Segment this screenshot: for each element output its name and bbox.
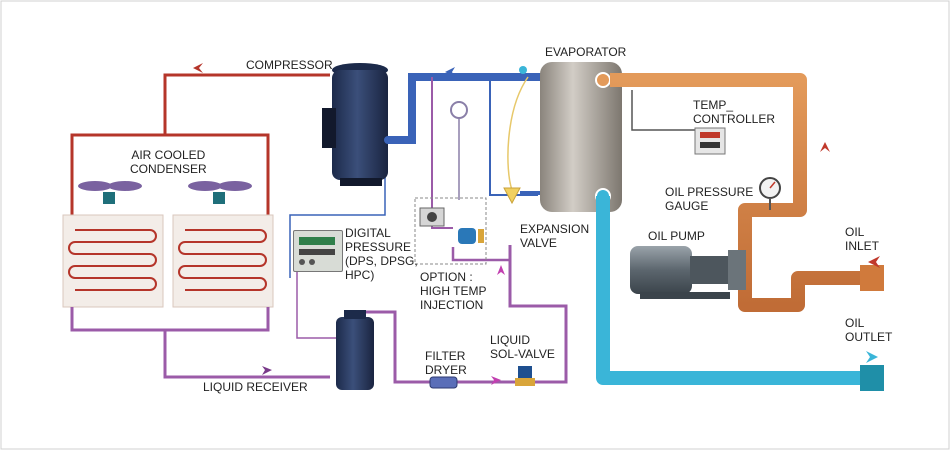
injection-valve <box>419 207 484 244</box>
evaporator-label: EVAPORATOR <box>545 45 627 59</box>
button-dot-icon <box>309 259 315 265</box>
oil-pressure-gauge-device <box>759 177 781 210</box>
expansion-capillary <box>507 76 529 191</box>
evaporator <box>540 62 622 212</box>
oil-pressure-gauge-label: OIL PRESSURE GAUGE <box>665 185 754 213</box>
compressor <box>322 63 388 186</box>
liquid-line-branch <box>165 307 270 332</box>
option-box <box>414 197 487 265</box>
air-cooled-condenser <box>62 181 274 308</box>
flow-arrow-right-icon <box>491 376 501 385</box>
liquid-receiver <box>336 310 374 390</box>
option-high-temp-label: OPTION : HIGH TEMP INJECTION <box>420 270 487 312</box>
button-dot-icon <box>299 259 305 265</box>
injection-line <box>451 247 510 262</box>
air-cooled-condenser-label: AIR COOLED CONDENSER <box>130 148 207 176</box>
liquid-line-to-filter <box>348 310 430 384</box>
flow-arrow-left-icon <box>868 256 880 268</box>
flow-arrow-left-icon <box>193 63 203 73</box>
oil-cold-line <box>596 196 880 385</box>
liquid-sol-valve-label: LIQUID SOL-VALVE <box>490 333 555 361</box>
oil-inlet-port <box>860 265 884 291</box>
flow-arrow-left-icon <box>445 67 455 77</box>
oil-outlet-label: OIL OUTLET <box>845 316 893 344</box>
temp-controller-label: TEMP_ CONTROLLER <box>693 98 776 126</box>
flow-arrow-up-icon <box>820 142 830 152</box>
oil-pump-label: OIL PUMP <box>648 229 705 243</box>
fan-icon <box>188 181 252 204</box>
display-screen-icon <box>299 237 335 245</box>
hot-gas-bypass-line <box>431 77 453 229</box>
oil-pump-device <box>630 246 746 299</box>
compressor-label: COMPRESSOR <box>246 58 333 72</box>
filter-dryer <box>429 376 458 389</box>
oil-outlet-port <box>860 365 884 391</box>
flow-arrow-right-icon <box>262 366 272 375</box>
oil-inlet-label: OIL INLET <box>845 225 880 253</box>
temp-controller-device <box>694 127 726 155</box>
temp-sensor-wire <box>631 90 700 131</box>
liquid-receiver-label: LIQUID RECEIVER <box>203 380 308 394</box>
flow-arrow-right-icon <box>866 351 878 363</box>
display-screen-icon <box>299 249 335 255</box>
digital-pressure-label: DIGITAL PRESSURE (DPS, DPSG, HPC) <box>345 226 418 282</box>
liquid-sol-valve <box>515 366 535 386</box>
filter-dryer-label: FILTER DRYER <box>425 349 467 377</box>
expansion-valve <box>503 187 540 205</box>
expansion-valve-label: EXPANSION VALVE <box>520 222 590 250</box>
hot-gas-line-branch <box>165 133 270 215</box>
fan-icon <box>78 181 142 204</box>
flow-arrow-up-icon <box>497 265 505 275</box>
sensor-bulb <box>519 66 527 74</box>
digital-pressure-device <box>293 230 343 272</box>
suction-line <box>384 73 544 144</box>
